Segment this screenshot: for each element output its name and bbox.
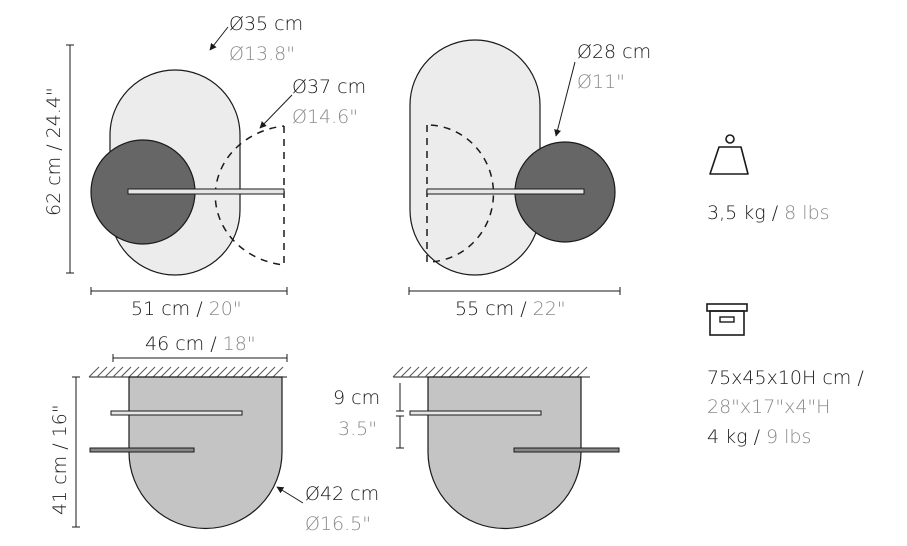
dashed-semicircle-outline	[426, 124, 495, 263]
weight-icon	[709, 134, 749, 175]
side-profile-panel	[128, 376, 283, 530]
package-dimensions-in: 28"x17"x4"H	[707, 396, 830, 418]
diameter-disc-cm: Ø28 cm	[577, 41, 651, 63]
shelf-bar	[426, 188, 585, 195]
diameter-disc-in: Ø11"	[577, 71, 625, 93]
lower-shelf-bar	[513, 447, 620, 453]
diameter-in: Ø16.5"	[305, 513, 371, 535]
top-width-label: 46 cm / 18"	[145, 333, 256, 355]
diameter-dashed-cm: Ø37 cm	[292, 76, 366, 98]
top-left-view: Ø35 cm Ø13.8" Ø37 cm Ø14.6" 62 cm / 24.4…	[43, 13, 366, 320]
shelf-bar	[127, 188, 285, 195]
upper-shelf-bar	[110, 410, 243, 416]
box-icon	[706, 303, 748, 336]
oval-panel	[409, 39, 541, 276]
upper-shelf-bar	[409, 410, 542, 416]
wall-hatching	[392, 366, 590, 378]
width-label: 51 cm / 20"	[131, 298, 242, 320]
bottom-right-view: 9 cm 3.5"	[333, 366, 620, 530]
diameter-dashed-in: Ø14.6"	[292, 106, 358, 128]
bottom-left-view: 46 cm / 18"	[49, 333, 379, 535]
lower-shelf-bar	[89, 447, 195, 453]
gap-label-in: 3.5"	[338, 418, 377, 440]
leader-line-disc-diameter	[554, 61, 576, 137]
product-weight: 3,5 kg / 8 lbs	[707, 202, 830, 224]
leader-line-large-diameter	[209, 26, 229, 51]
leader-line-diameter	[276, 486, 304, 504]
specs-panel: 3,5 kg / 8 lbs 75x45x10H cm / 28"x17"x4"…	[706, 134, 864, 448]
leader-line-dashed-diameter	[259, 94, 293, 129]
width-label: 55 cm / 22"	[455, 298, 566, 320]
diameter-large-cm: Ø35 cm	[229, 13, 303, 35]
wall-hatching	[88, 366, 287, 378]
diameter-large-in: Ø13.8"	[229, 43, 295, 65]
diameter-cm: Ø42 cm	[305, 483, 379, 505]
gap-label-cm: 9 cm	[333, 387, 380, 409]
height-label: 41 cm / 16"	[49, 404, 71, 515]
height-label: 62 cm / 24.4"	[43, 87, 65, 216]
side-profile-panel	[427, 376, 582, 530]
package-dimensions-cm: 75x45x10H cm /	[707, 367, 864, 389]
top-right-view: Ø28 cm Ø11" 55 cm / 22"	[408, 39, 651, 320]
package-weight: 4 kg / 9 lbs	[707, 426, 811, 448]
